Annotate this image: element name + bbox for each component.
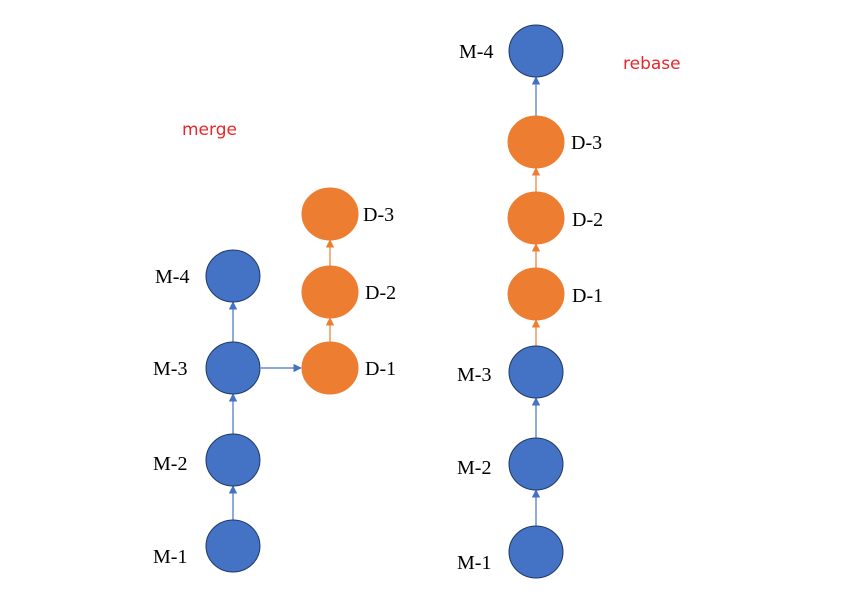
merge-label-m1: M-1 — [153, 546, 187, 568]
rebase-nodes: M-1 M-2 M-3 D-1 D-2 D-3 M-4 — [457, 24, 603, 579]
merge-label-d1: D-1 — [365, 358, 396, 380]
rebase-label-m3: M-3 — [457, 364, 491, 386]
rebase-node-m1 — [508, 525, 564, 579]
merge-node-m1 — [205, 519, 261, 573]
rebase-label-m2: M-2 — [457, 457, 491, 479]
rebase-label-m1: M-1 — [457, 552, 491, 574]
merge-node-m4 — [205, 249, 261, 303]
merge-label-m3: M-3 — [153, 358, 187, 380]
rebase-node-m4 — [508, 24, 564, 78]
merge-label-d3: D-3 — [363, 204, 394, 226]
rebase-node-m3 — [508, 345, 564, 399]
rebase-node-m2 — [508, 437, 564, 491]
rebase-label-d3: D-3 — [571, 132, 602, 154]
merge-dev-nodes: D-1 D-2 D-3 — [301, 187, 396, 395]
rebase-node-d3 — [507, 115, 565, 169]
rebase-node-d2 — [507, 191, 565, 245]
merge-node-m2 — [205, 433, 261, 487]
merge-label-m2: M-2 — [153, 453, 187, 475]
rebase-caption: rebase — [623, 54, 681, 74]
rebase-label-m4: M-4 — [459, 41, 493, 63]
merge-caption: merge — [182, 120, 237, 140]
merge-node-d3 — [301, 187, 359, 241]
merge-label-d2: D-2 — [365, 282, 396, 304]
merge-edges — [228, 239, 335, 520]
merge-node-m3 — [205, 341, 261, 395]
rebase-node-d1 — [507, 267, 565, 321]
rebase-label-d2: D-2 — [572, 209, 603, 231]
rebase-label-d1: D-1 — [572, 285, 603, 307]
merge-node-d2 — [301, 265, 359, 319]
merge-node-d1 — [301, 341, 359, 395]
merge-label-m4: M-4 — [155, 266, 189, 288]
merge-main-nodes: M-1 M-2 M-3 M-4 — [153, 249, 261, 573]
